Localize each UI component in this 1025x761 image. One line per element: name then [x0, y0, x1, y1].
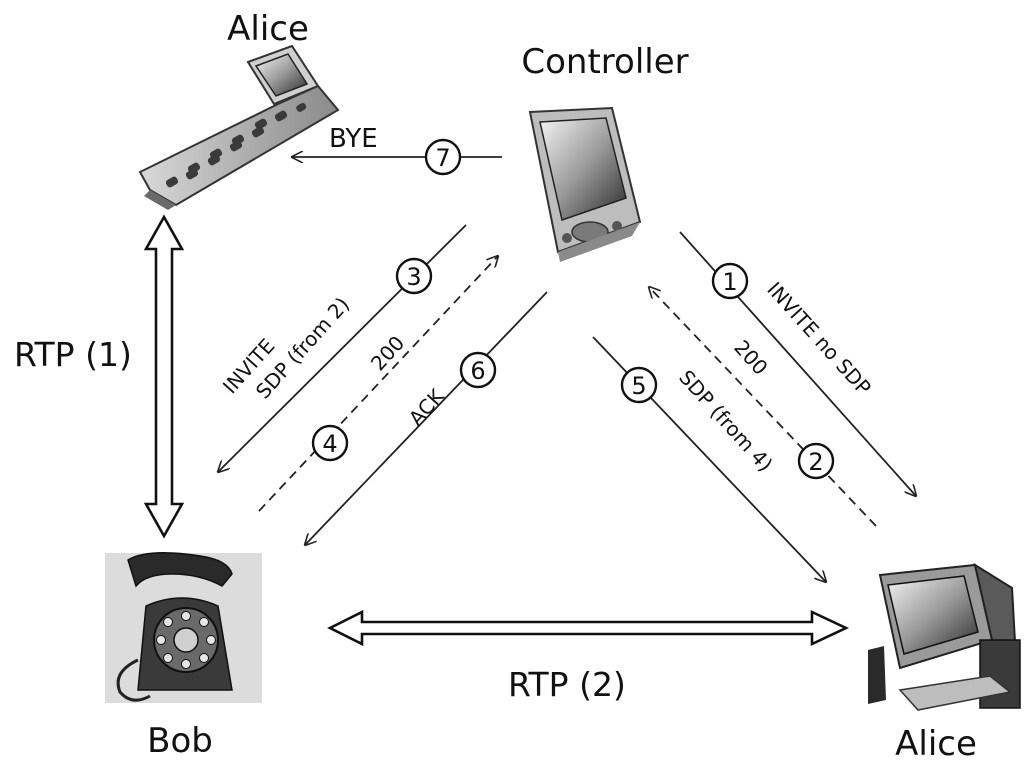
- message-2-label: 200: [729, 335, 772, 379]
- message-1-label: INVITE no SDP: [762, 277, 876, 399]
- message-5-label: SDP (from 4): [674, 365, 777, 476]
- rtp1-label: RTP (1): [14, 335, 132, 374]
- step-2-number: 2: [808, 448, 823, 476]
- message-6-arrow: [305, 291, 548, 545]
- controller-label: Controller: [521, 42, 688, 82]
- step-4-badge: 4: [311, 424, 349, 462]
- alice-phone-label: Alice: [227, 9, 309, 49]
- rtp1-link: [143, 214, 185, 539]
- pda-icon: [528, 106, 642, 262]
- bob-label: Bob: [147, 721, 213, 761]
- alice-pc-label: Alice: [895, 724, 977, 761]
- step-3-number: 3: [406, 263, 421, 291]
- rotary-phone-icon: [105, 552, 262, 703]
- step-6-number: 6: [470, 357, 485, 385]
- step-4-number: 4: [322, 430, 337, 458]
- step-3-badge: 3: [395, 257, 433, 295]
- step-2-badge: 2: [797, 442, 835, 480]
- message-6-label: ACK: [404, 384, 449, 431]
- rtp2-link: [327, 609, 850, 647]
- flip-phone-icon: [138, 44, 340, 210]
- step-7-number: 7: [435, 144, 450, 172]
- step-6-badge: 6: [459, 351, 497, 389]
- step-5-number: 5: [631, 372, 646, 400]
- message-7-label: BYE: [329, 124, 378, 154]
- rtp2-label: RTP (2): [508, 665, 626, 704]
- message-2-arrow: [649, 287, 877, 527]
- step-7-badge: 7: [424, 138, 462, 176]
- step-1-badge: 1: [711, 262, 749, 300]
- message-4-arrow: [258, 256, 498, 512]
- desktop-computer-icon: [868, 562, 1021, 711]
- step-1-number: 1: [722, 268, 737, 296]
- step-5-badge: 5: [620, 366, 658, 404]
- message-4-label: 200: [366, 331, 409, 375]
